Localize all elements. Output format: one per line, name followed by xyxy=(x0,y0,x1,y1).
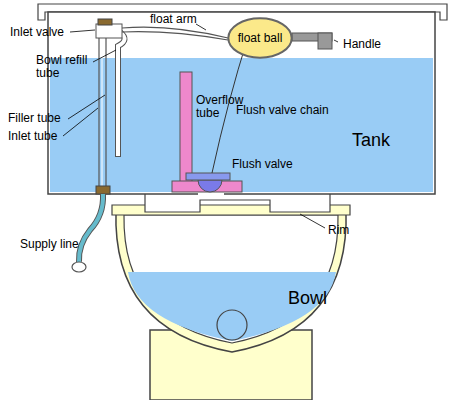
float-ball: float ball xyxy=(227,17,293,59)
overflow-tube xyxy=(180,72,192,182)
leader-line xyxy=(63,108,98,136)
supply-outline xyxy=(79,194,103,262)
tank-water xyxy=(50,58,433,192)
bowl-inner xyxy=(124,215,338,343)
inlet-tube xyxy=(98,38,99,188)
float-arm-2 xyxy=(122,32,228,40)
part-label: Flush valve xyxy=(232,158,293,171)
part-label: Inlet valve xyxy=(10,26,64,39)
tank-body xyxy=(48,12,435,194)
node-text: float ball xyxy=(238,31,283,45)
part-label: Rim xyxy=(328,224,349,237)
leader-line xyxy=(334,40,338,42)
part-label: float arm xyxy=(150,13,197,26)
bottom-nut xyxy=(96,186,110,194)
refill-tube-outline xyxy=(118,32,125,157)
leader-line xyxy=(68,95,105,119)
part-label: Bowl refill tube xyxy=(36,54,98,80)
part-label: Inlet tube xyxy=(8,130,57,143)
supply-line xyxy=(79,194,103,262)
inlet-valve xyxy=(96,24,122,38)
handle-knob xyxy=(318,33,332,49)
part-title: Bowl xyxy=(288,288,327,308)
part-label: Handle xyxy=(343,38,381,51)
part-label: Supply line xyxy=(20,238,79,251)
drain xyxy=(217,310,247,340)
leader-line xyxy=(196,24,206,30)
tank-neck xyxy=(145,193,330,212)
bowl-water xyxy=(128,272,336,341)
valve-cap xyxy=(98,19,112,25)
tube-gap xyxy=(102,38,103,188)
filler-tube xyxy=(105,38,106,188)
bowl-outer xyxy=(116,210,346,352)
leader-line xyxy=(93,50,116,62)
valve-seat xyxy=(172,181,242,192)
part-label: Flush valve chain xyxy=(236,104,329,117)
part-title: Tank xyxy=(352,130,390,150)
flush-valve-flap xyxy=(186,173,230,180)
float-arm xyxy=(122,27,228,38)
refill-tube xyxy=(118,32,125,156)
part-label: Filler tube xyxy=(8,112,61,125)
leader-line xyxy=(300,214,325,228)
supply-end xyxy=(72,262,86,272)
flush-valve-plug xyxy=(198,180,222,192)
leader-line xyxy=(70,30,95,32)
